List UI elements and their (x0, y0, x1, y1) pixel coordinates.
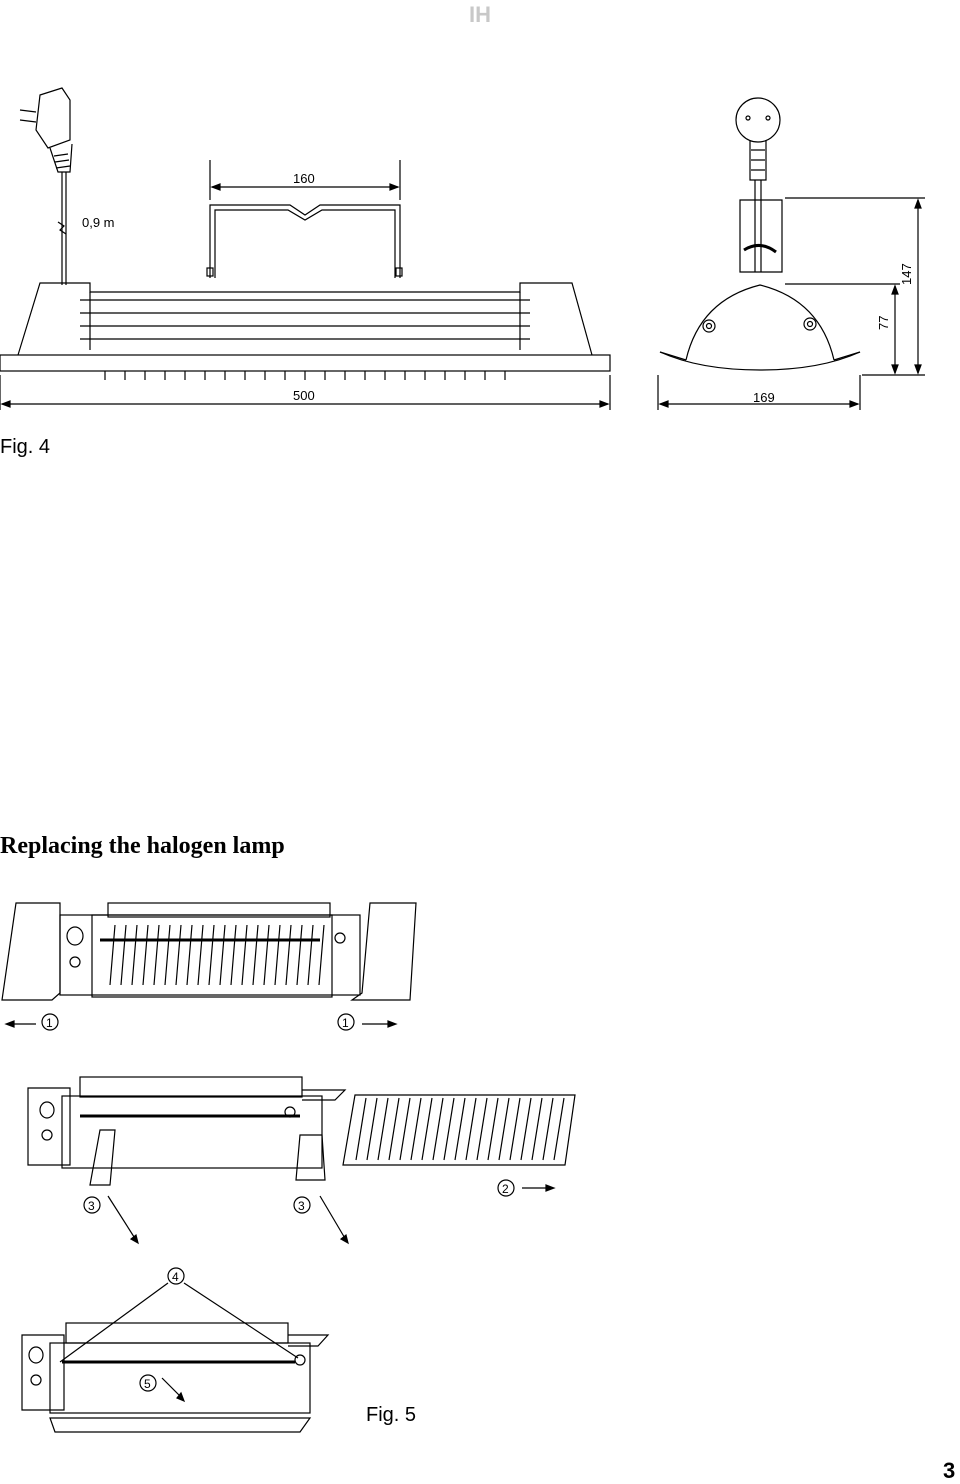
callout-3-right: 3 (298, 1199, 305, 1213)
fig4-label: Fig. 4 (0, 436, 51, 458)
step1-heater-with-end-caps (1, 902, 417, 1031)
page-number: 3 (943, 1458, 956, 1483)
fig4-technical-drawing: 0,9 m 160 500 169 77 147 (0, 87, 925, 410)
callout-4: 4 (172, 1270, 179, 1284)
dim-heater-depth: 169 (753, 390, 775, 405)
document-code: IH (469, 2, 491, 27)
heater-body-side-view (0, 282, 611, 410)
dim-bracket-width: 160 (293, 171, 315, 186)
removed-protective-grill (342, 1094, 576, 1197)
fig5-label: Fig. 5 (366, 1404, 417, 1426)
section-title: Replacing the halogen lamp (0, 833, 285, 859)
dim-heater-length: 500 (293, 388, 315, 403)
step2-heater-cover-removed (27, 1076, 349, 1245)
mounting-bracket (206, 160, 403, 278)
step4-halogen-lamp-exposed (21, 1267, 330, 1433)
callout-1-right: 1 (342, 1016, 349, 1030)
heater-end-view (657, 97, 925, 410)
callout-2: 2 (502, 1182, 509, 1196)
callout-5: 5 (144, 1377, 151, 1391)
dim-body-height: 77 (876, 316, 891, 330)
dim-cable-length: 0,9 m (82, 215, 115, 230)
callout-1-left: 1 (46, 1016, 53, 1030)
fig5-replacement-drawing: 1 1 3 3 2 4 5 (1, 902, 576, 1433)
left-plug-icon (19, 87, 73, 285)
callout-3-left: 3 (88, 1199, 95, 1213)
dim-total-height: 147 (899, 263, 914, 285)
